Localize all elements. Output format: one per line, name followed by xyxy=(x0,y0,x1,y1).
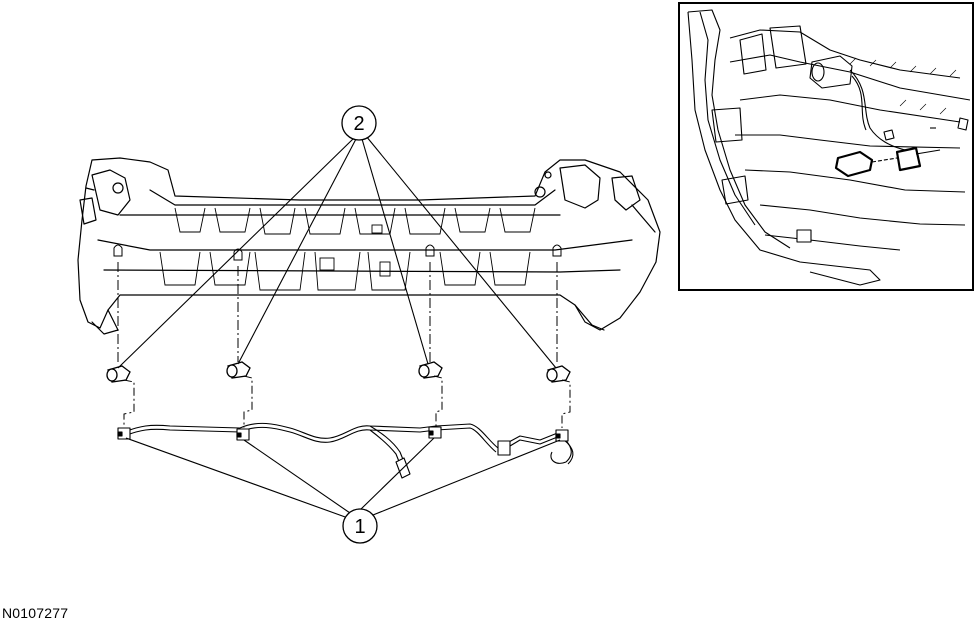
sensor-hole-3 xyxy=(425,244,435,257)
figure-id: N0107277 xyxy=(2,605,69,621)
callout-1: 1 xyxy=(342,508,378,544)
parking-sensor-2 xyxy=(226,361,251,379)
parking-sensor-1 xyxy=(106,365,131,383)
detail-inset xyxy=(678,2,974,291)
leader-lines-callout-2 xyxy=(117,135,557,369)
bumper-reinforcement-ribs xyxy=(159,207,536,291)
svg-text:2: 2 xyxy=(353,113,364,135)
parking-sensor-3 xyxy=(418,361,443,379)
parking-aid-sensors xyxy=(106,361,571,383)
alignment-lines-upper xyxy=(117,262,558,362)
parking-aid-wiring-harness xyxy=(117,422,574,479)
callout-2: 2 xyxy=(341,105,377,141)
svg-text:1: 1 xyxy=(354,516,365,538)
parking-sensor-4 xyxy=(546,365,571,383)
sensor-hole-4 xyxy=(552,244,562,257)
alignment-lines-lower xyxy=(123,375,571,428)
harness-inline-connector xyxy=(497,440,511,456)
leader-lines-callout-1 xyxy=(125,437,561,519)
sensor-hole-1 xyxy=(113,244,123,257)
bumper-sensor-holes xyxy=(113,244,562,261)
rear-bumper-cover xyxy=(77,157,661,335)
